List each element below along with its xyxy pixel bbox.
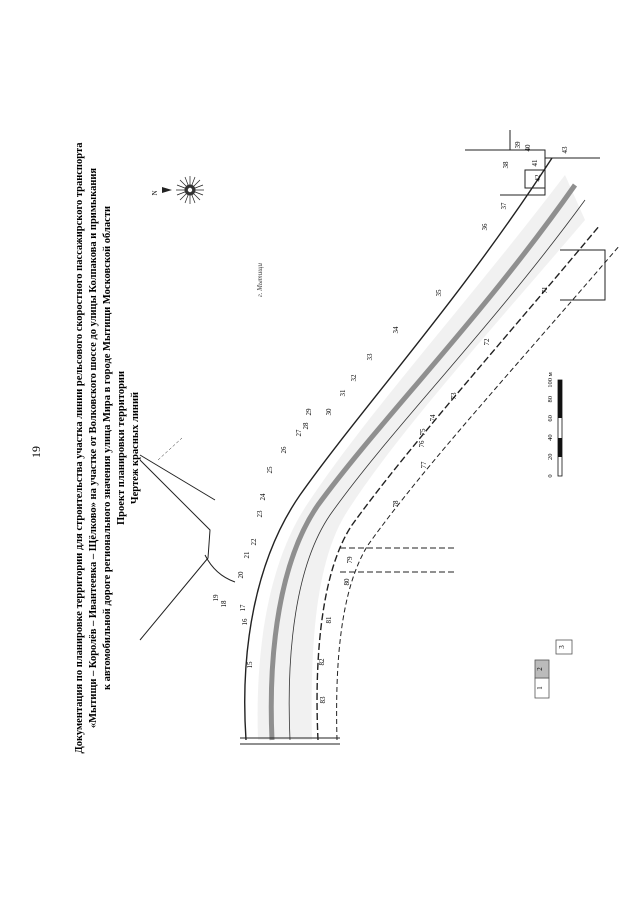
red-line-upper (244, 157, 553, 741)
title-line-4: Проект планировки территории (116, 371, 127, 525)
point-label: 36 (481, 223, 489, 231)
point-label: 37 (500, 202, 508, 210)
point-label: 29 (305, 408, 313, 416)
point-label: 82 (318, 658, 326, 666)
title-line-3: к автомобильной дороге регионального зна… (102, 206, 113, 690)
point-label: 15 (246, 661, 254, 669)
point-label: 28 (302, 422, 310, 430)
point-label: 74 (429, 414, 437, 422)
corridor-hatching (257, 175, 585, 740)
scale-tick-label: 40 (547, 434, 554, 441)
point-label: 39 (514, 141, 522, 149)
road-edge-1 (288, 199, 586, 741)
title-block: Документация по планировке территории дл… (74, 142, 141, 754)
scale-tick-label: 80 (547, 396, 554, 403)
point-label: 72 (483, 338, 491, 346)
point-label: 31 (339, 389, 347, 397)
red-line-lower (316, 224, 601, 741)
point-label: 21 (243, 551, 251, 559)
cross-street (340, 547, 455, 573)
point-label: 71 (541, 286, 549, 294)
point-label: 27 (295, 429, 303, 437)
rail-end-marks (240, 737, 340, 745)
point-label: 77 (420, 461, 428, 469)
north-label: N (151, 190, 159, 195)
title-line-1: Документация по планировке территории дл… (74, 142, 85, 754)
point-label: 75 (419, 428, 427, 436)
sheet-index-cell-2: 2 (536, 667, 544, 671)
point-label: 16 (241, 618, 249, 626)
point-label: 20 (237, 571, 245, 579)
point-label: 43 (561, 146, 569, 154)
sheet-index-cell-1: 1 (536, 686, 544, 690)
point-label: 38 (502, 161, 510, 169)
corridor-lines (244, 157, 621, 741)
point-label: 17 (239, 604, 247, 612)
point-label: 80 (343, 578, 351, 586)
point-label: 73 (450, 392, 458, 400)
point-label: 33 (366, 353, 374, 361)
city-label: г. Мытищи (256, 262, 264, 297)
point-label: 23 (256, 510, 264, 518)
scale-tick-label: 0 (547, 474, 554, 477)
point-label: 41 (531, 159, 539, 167)
point-label: 24 (259, 493, 267, 501)
point-label: 30 (325, 408, 333, 416)
point-label: 34 (392, 326, 400, 334)
point-label: 22 (250, 538, 258, 546)
parcel-outlines (465, 130, 606, 301)
sheet-index: 1 2 3 (534, 639, 573, 699)
crossing-road (139, 437, 236, 641)
point-label: 78 (392, 500, 400, 508)
page-number: 19 (29, 446, 43, 458)
point-label: 32 (350, 374, 358, 382)
rail-track (268, 183, 578, 741)
scale-tick-label: 100 м (547, 372, 554, 388)
point-label: 79 (346, 556, 354, 564)
point-label: 83 (319, 696, 327, 704)
sheet-index-cell-3: 3 (558, 645, 566, 649)
point-label: 42 (534, 174, 542, 182)
scale-tick-label: 60 (547, 415, 554, 422)
point-label: 40 (524, 144, 532, 152)
north-arrow-icon (162, 176, 204, 204)
point-label: 18 (220, 600, 228, 608)
point-label: 19 (212, 594, 220, 602)
title-line-2: «Мытищи – Королёв – Ивантеевка – Щёлково… (88, 168, 99, 729)
point-label: 76 (418, 440, 426, 448)
point-label: 25 (266, 466, 274, 474)
point-label: 35 (435, 289, 443, 297)
scale-bar: 0 20 40 60 80 100 м (547, 372, 563, 478)
boundary-dashed (336, 244, 621, 741)
scale-tick-label: 20 (547, 454, 554, 461)
point-label: 81 (325, 616, 333, 624)
point-label: 26 (280, 446, 288, 454)
title-line-5: Чертеж красных линий (130, 392, 141, 504)
